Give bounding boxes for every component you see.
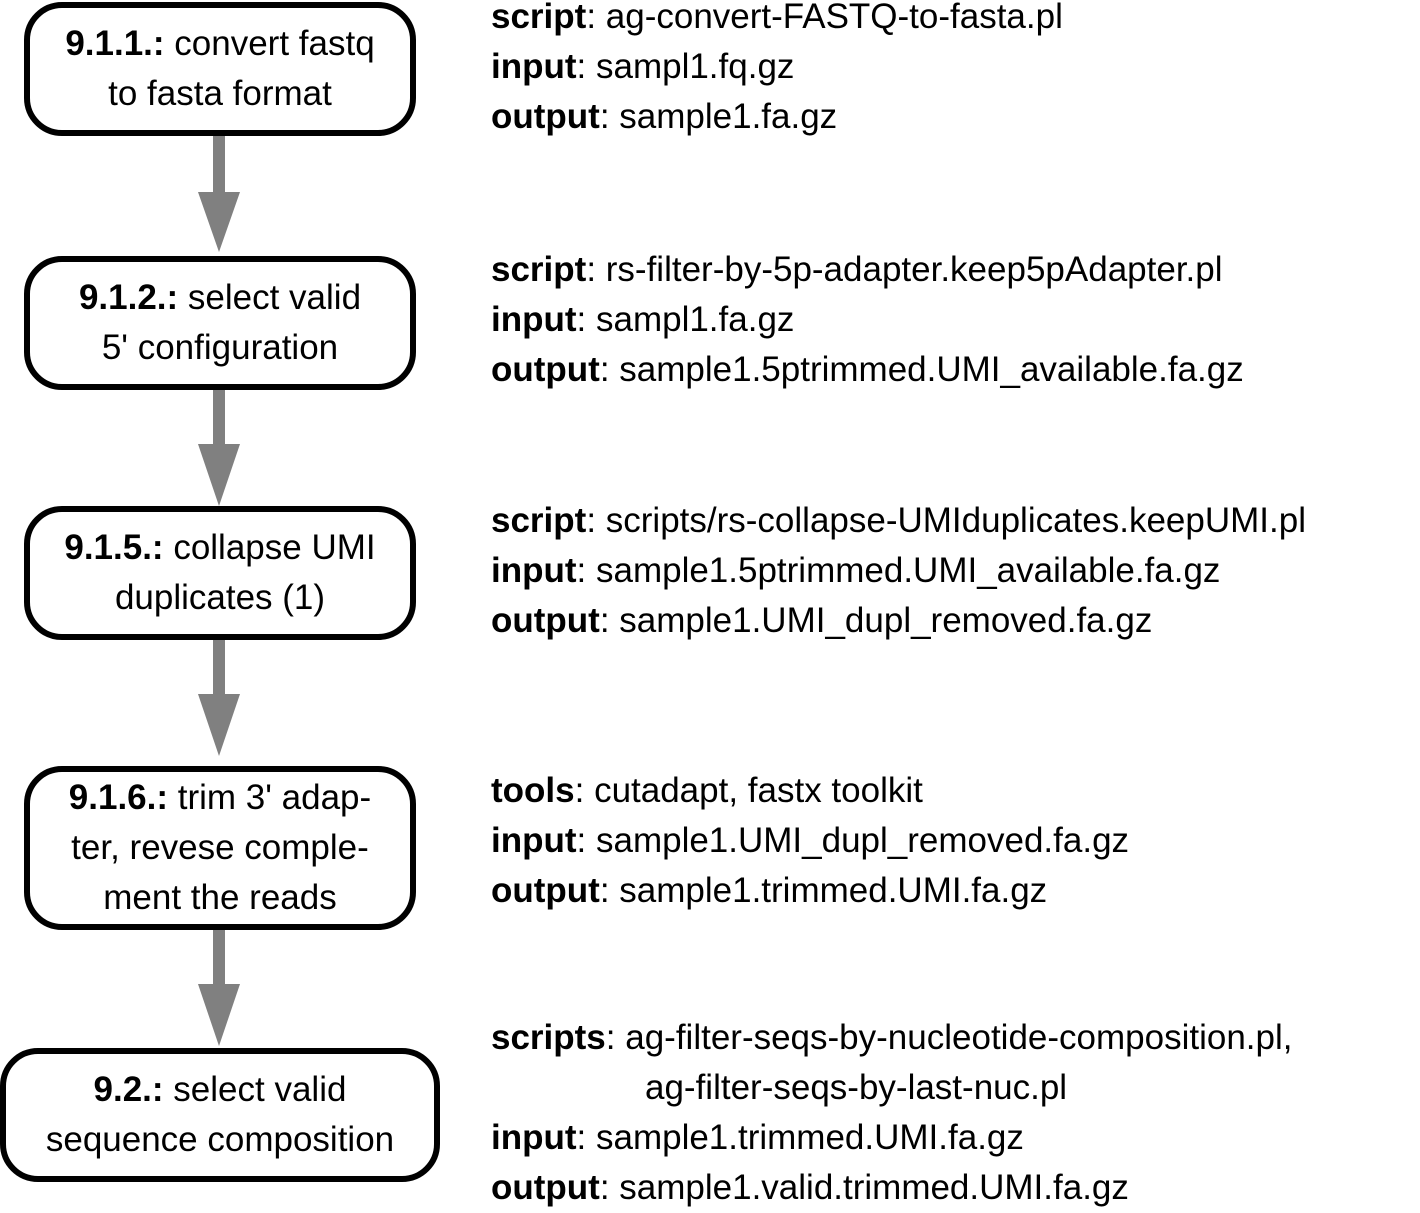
info-key: input xyxy=(491,1118,577,1157)
info-key: output xyxy=(491,1168,600,1207)
info-key: output xyxy=(491,350,600,389)
info-value: sample1.valid.trimmed.UMI.fa.gz xyxy=(619,1168,1129,1207)
info-key: input xyxy=(491,551,577,590)
step-id: 9.2.: xyxy=(93,1070,164,1109)
info-sep: : xyxy=(574,771,595,810)
info-key: script xyxy=(491,501,587,540)
info-row-input: input: sample1.trimmed.UMI.fa.gz xyxy=(491,1113,1292,1163)
info-value: ag-filter-seqs-by-nucleotide-composition… xyxy=(625,1018,1293,1057)
info-sep: : xyxy=(576,821,596,860)
step-desc-line: ment the reads xyxy=(103,878,337,917)
info-row-output: output: sample1.trimmed.UMI.fa.gz xyxy=(491,866,1129,916)
step-id: 9.1.5.: xyxy=(64,528,164,567)
info-sep: : xyxy=(599,871,620,910)
info-key: script xyxy=(491,250,587,289)
info-row-input: input: sampl1.fq.gz xyxy=(491,42,1063,92)
info-key: input xyxy=(491,47,577,86)
info-value: sample1.UMI_dupl_removed.fa.gz xyxy=(619,601,1153,640)
info-value: sample1.5ptrimmed.UMI_available.fa.gz xyxy=(595,551,1221,590)
info-value: rs-filter-by-5p-adapter.keep5pAdapter.pl xyxy=(605,250,1223,289)
info-key: input xyxy=(491,821,577,860)
info-value: sample1.trimmed.UMI.fa.gz xyxy=(595,1118,1024,1157)
info-row-scripts-continued: ag-filter-seqs-by-last-nuc.pl xyxy=(491,1063,1292,1113)
step-desc-line: collapse UMI xyxy=(163,528,376,567)
info-row-script: script: scripts/rs-collapse-UMIduplicate… xyxy=(491,496,1306,546)
arrow-4-to-5 xyxy=(198,928,240,1046)
info-sep: : xyxy=(586,250,606,289)
info-value: ag-filter-seqs-by-last-nuc.pl xyxy=(645,1068,1068,1107)
arrow-2-to-3 xyxy=(198,388,240,506)
info-key: script xyxy=(491,0,587,36)
info-sep: : xyxy=(599,97,620,136)
info-row-script: script: ag-convert-FASTQ-to-fasta.pl xyxy=(491,0,1063,42)
step-desc-line: 5' configuration xyxy=(101,328,339,367)
info-key: input xyxy=(491,300,577,339)
step-desc-line: select valid xyxy=(178,278,362,317)
info-sep: : xyxy=(586,0,606,36)
info-value: sample1.5ptrimmed.UMI_available.fa.gz xyxy=(619,350,1244,389)
info-sep: : xyxy=(576,1118,596,1157)
info-sep: : xyxy=(599,1168,620,1207)
step-id: 9.1.2.: xyxy=(78,278,179,317)
info-row-tools: tools: cutadapt, fastx toolkit xyxy=(491,766,1129,816)
info-row-scripts: scripts: ag-filter-seqs-by-nucleotide-co… xyxy=(491,1013,1292,1063)
step-info-9-1-1: script: ag-convert-FASTQ-to-fasta.pl inp… xyxy=(491,0,1063,142)
step-info-9-1-6: tools: cutadapt, fastx toolkit input: sa… xyxy=(491,766,1129,916)
info-row-output: output: sample1.UMI_dupl_removed.fa.gz xyxy=(491,596,1306,646)
step-id: 9.1.6.: xyxy=(68,778,169,817)
info-sep: : xyxy=(605,1018,626,1057)
step-box-9-1-6: 9.1.6.: trim 3' adap- ter, revese comple… xyxy=(24,766,416,930)
step-desc-line: convert fastq xyxy=(164,24,375,63)
info-value: cutadapt, fastx toolkit xyxy=(594,771,923,810)
info-value: sampl1.fq.gz xyxy=(595,47,795,86)
info-row-output: output: sample1.fa.gz xyxy=(491,92,1063,142)
info-value: ag-convert-FASTQ-to-fasta.pl xyxy=(605,0,1063,36)
step-info-9-1-2: script: rs-filter-by-5p-adapter.keep5pAd… xyxy=(491,245,1244,395)
info-sep: : xyxy=(576,551,596,590)
step-info-9-1-5: script: scripts/rs-collapse-UMIduplicate… xyxy=(491,496,1306,646)
step-info-9-2: scripts: ag-filter-seqs-by-nucleotide-co… xyxy=(491,1013,1292,1213)
info-row-input: input: sample1.UMI_dupl_removed.fa.gz xyxy=(491,816,1129,866)
step-desc-line: sequence composition xyxy=(45,1120,395,1159)
step-box-9-1-2: 9.1.2.: select valid 5' configuration xyxy=(24,256,416,390)
step-id: 9.1.1.: xyxy=(65,24,165,63)
info-key: scripts xyxy=(491,1018,606,1057)
info-sep: : xyxy=(576,300,596,339)
info-sep: : xyxy=(599,601,620,640)
info-value: sampl1.fa.gz xyxy=(595,300,795,339)
step-desc-line: ter, revese comple- xyxy=(71,828,369,867)
step-box-9-2: 9.2.: select valid sequence composition xyxy=(0,1048,440,1182)
step-desc-line: to fasta format xyxy=(108,74,332,113)
step-desc-line: trim 3' adap- xyxy=(168,778,372,817)
info-sep: : xyxy=(599,350,620,389)
step-box-9-1-1: 9.1.1.: convert fastq to fasta format xyxy=(24,2,416,136)
info-value: sample1.UMI_dupl_removed.fa.gz xyxy=(595,821,1130,860)
info-key: output xyxy=(491,871,600,910)
info-sep: : xyxy=(576,47,596,86)
step-desc-line: duplicates (1) xyxy=(114,578,326,617)
info-key: output xyxy=(491,97,600,136)
arrow-1-to-2 xyxy=(198,134,240,252)
info-row-input: input: sampl1.fa.gz xyxy=(491,295,1244,345)
info-value: sample1.trimmed.UMI.fa.gz xyxy=(619,871,1048,910)
info-row-output: output: sample1.5ptrimmed.UMI_available.… xyxy=(491,345,1244,395)
info-row-input: input: sample1.5ptrimmed.UMI_available.f… xyxy=(491,546,1306,596)
info-key: tools xyxy=(491,771,575,810)
info-sep: : xyxy=(586,501,606,540)
step-desc-line: select valid xyxy=(163,1070,347,1109)
info-row-script: script: rs-filter-by-5p-adapter.keep5pAd… xyxy=(491,245,1244,295)
info-value: scripts/rs-collapse-UMIduplicates.keepUM… xyxy=(605,501,1306,540)
arrow-3-to-4 xyxy=(198,638,240,756)
info-value: sample1.fa.gz xyxy=(619,97,838,136)
info-row-output: output: sample1.valid.trimmed.UMI.fa.gz xyxy=(491,1163,1292,1213)
info-key: output xyxy=(491,601,600,640)
step-box-9-1-5: 9.1.5.: collapse UMI duplicates (1) xyxy=(24,506,416,640)
